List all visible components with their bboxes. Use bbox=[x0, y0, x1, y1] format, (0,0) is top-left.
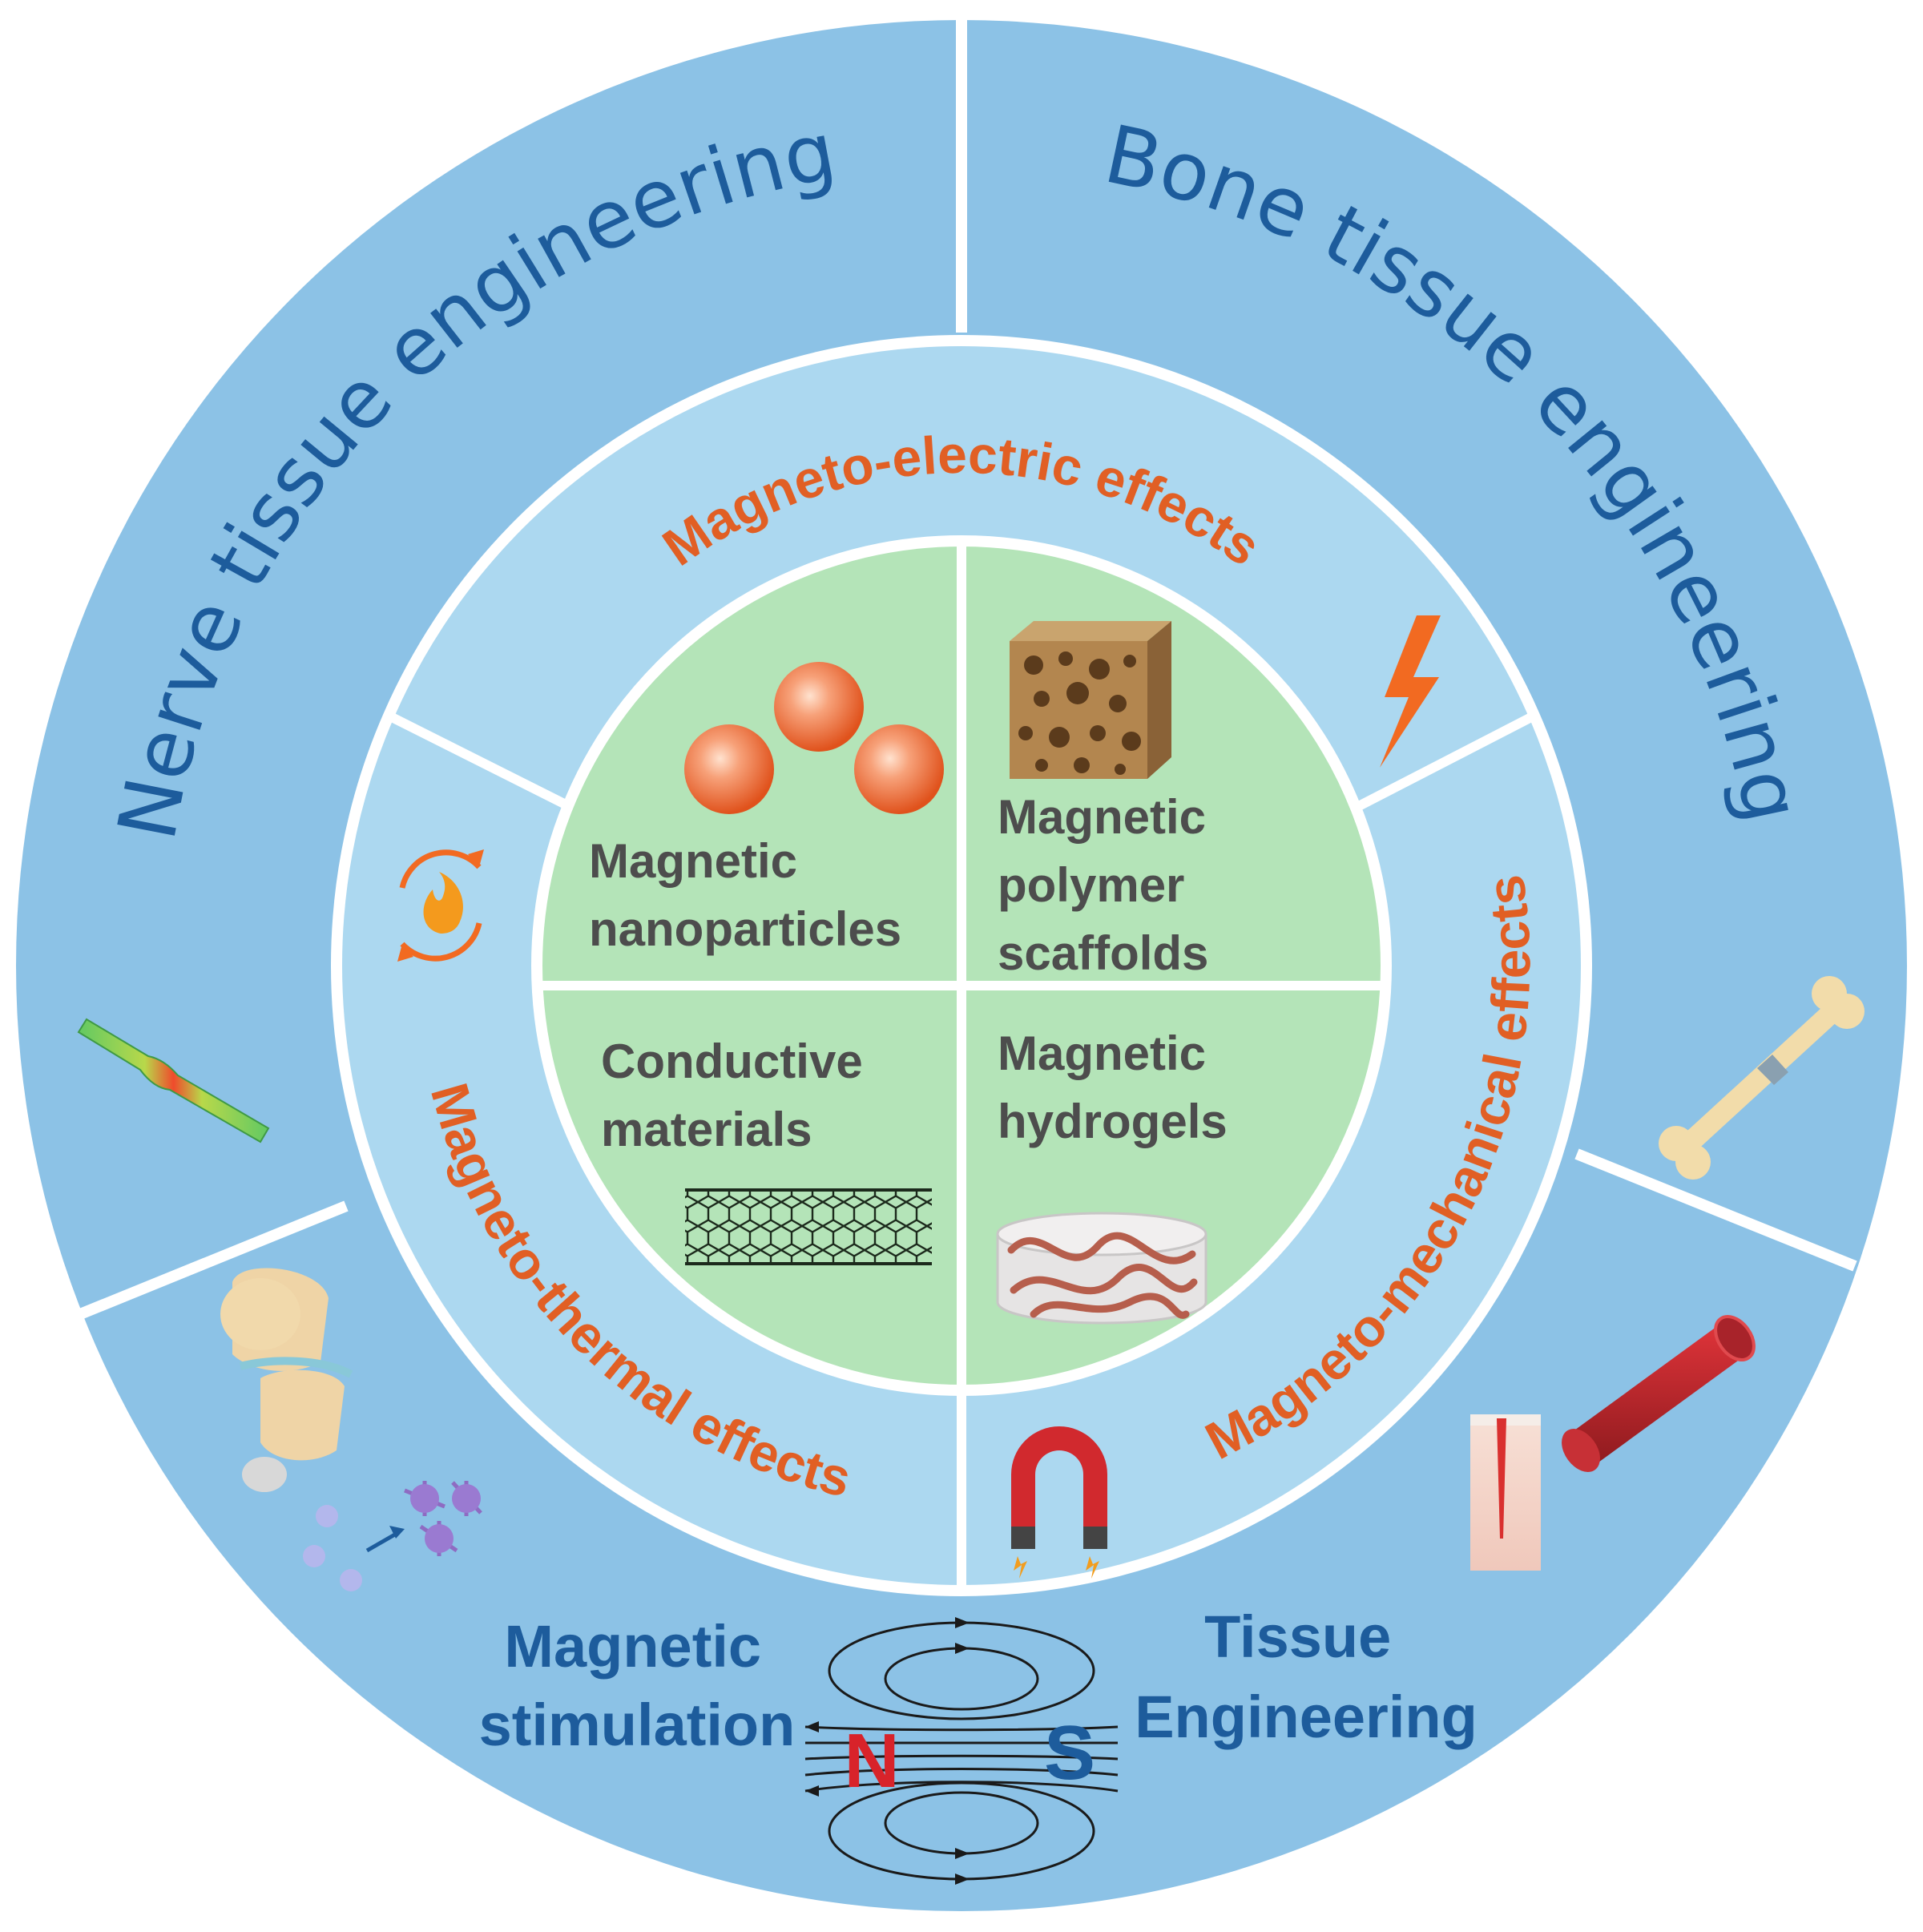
field-arrows bbox=[805, 1617, 970, 1885]
core-top-right-line-2: polymer bbox=[998, 858, 1184, 912]
north-pole-label: N bbox=[844, 1718, 899, 1804]
cells-icon bbox=[303, 1481, 482, 1591]
tissue-engineering-line-2: Engineering bbox=[1135, 1684, 1478, 1750]
scaffold-cube-icon bbox=[1010, 621, 1171, 779]
magnetic-stimulation-line-2: stimulation bbox=[479, 1692, 796, 1758]
core-bottom-right-label: Magnetic hydrogels bbox=[998, 1027, 1228, 1148]
bone-icon bbox=[1659, 976, 1865, 1180]
skin-wound-icon bbox=[1470, 1414, 1541, 1571]
flame-cycle-icon bbox=[397, 849, 484, 962]
core-top-left-line-2: nanoparticles bbox=[589, 902, 901, 956]
middle-ring-dividers bbox=[386, 711, 1537, 1591]
core-dividers bbox=[537, 541, 1386, 1390]
magnetic-stimulation-label: Magnetic stimulation bbox=[479, 1613, 796, 1758]
tissue-engineering-line-1: Tissue bbox=[1204, 1603, 1391, 1670]
nanotube-icon bbox=[685, 1188, 932, 1265]
nerve-icon bbox=[77, 1018, 270, 1143]
blood-vessel-icon bbox=[1562, 1315, 1756, 1472]
core-top-left-label: Magnetic nanoparticles bbox=[589, 834, 901, 956]
south-pole-label: S bbox=[1044, 1710, 1095, 1796]
core-bottom-right-line-1: Magnetic bbox=[998, 1027, 1206, 1080]
core-top-right-label: Magnetic polymer scaffolds bbox=[998, 790, 1220, 980]
knee-joint-icon bbox=[220, 1268, 353, 1492]
magnet-icon bbox=[1011, 1426, 1107, 1579]
outer-ring-dividers bbox=[78, 16, 1857, 1320]
core-top-right-line-1: Magnetic bbox=[998, 790, 1206, 844]
lightning-icon bbox=[1380, 615, 1441, 768]
tissue-engineering-label: Tissue Engineering bbox=[1135, 1603, 1478, 1750]
core-bottom-left-line-2: materials bbox=[601, 1103, 812, 1156]
nanoparticles-icon bbox=[684, 662, 944, 814]
core-bottom-left-label: Conductive materials bbox=[601, 1035, 876, 1156]
core-top-left-line-1: Magnetic bbox=[589, 834, 797, 888]
core-top-right-line-3: scaffolds bbox=[998, 926, 1208, 980]
core-bottom-right-line-2: hydrogels bbox=[998, 1095, 1228, 1148]
magnetic-stimulation-line-1: Magnetic bbox=[504, 1613, 761, 1680]
core-bottom-left-line-1: Conductive bbox=[601, 1035, 863, 1088]
hydrogel-icon bbox=[996, 1212, 1207, 1325]
